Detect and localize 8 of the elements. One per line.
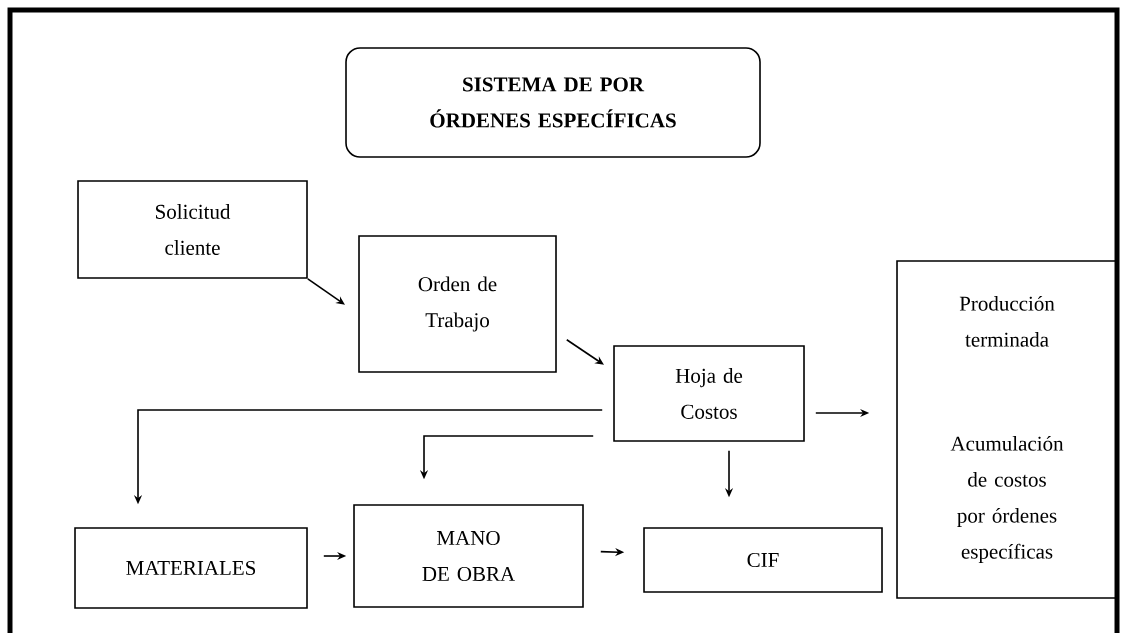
process-box: Solicitud cliente: [77, 180, 308, 279]
process-box: Orden de Trabajo: [358, 235, 557, 373]
process-box: Producción terminada Acumulación de costos por órdenes específicas: [896, 260, 1118, 599]
process-box: MATERIALES: [74, 527, 308, 609]
process-box: MANO DE OBRA: [353, 504, 584, 608]
process-box: CIF: [643, 527, 883, 593]
process-box: Hoja de Costos: [613, 345, 805, 442]
title-box: SISTEMA DE POR ÓRDENES ESPECÍFICAS: [345, 47, 761, 158]
